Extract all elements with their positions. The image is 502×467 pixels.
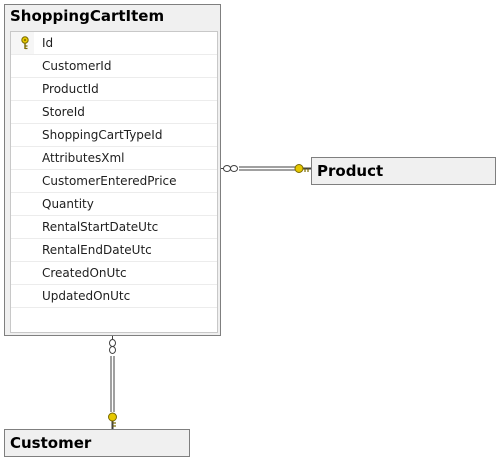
column-name: RentalEndDateUtc [42, 243, 152, 257]
many-end-icon [223, 165, 231, 172]
column-name: Quantity [42, 197, 94, 211]
column-row-updatedonutc[interactable]: UpdatedOnUtc [11, 285, 217, 308]
column-name: UpdatedOnUtc [42, 289, 131, 303]
relationship-customer [108, 336, 117, 429]
column-row-customerenteredprice[interactable]: CustomerEnteredPrice [11, 170, 217, 193]
table-customer[interactable]: Customer [4, 429, 190, 457]
column-row-storeid[interactable]: StoreId [11, 101, 217, 124]
column-name: CreatedOnUtc [42, 266, 127, 280]
one-end-key-icon [294, 164, 311, 173]
column-row-createdonutc[interactable]: CreatedOnUtc [11, 262, 217, 285]
column-name: RentalStartDateUtc [42, 220, 159, 234]
column-name: CustomerId [42, 59, 112, 73]
column-row-quantity[interactable]: Quantity [11, 193, 217, 216]
column-name: ProductId [42, 82, 99, 96]
table-title: ShoppingCartItem [5, 5, 220, 28]
column-row-shoppingcarttypeid[interactable]: ShoppingCartTypeId [11, 124, 217, 147]
column-name: CustomerEnteredPrice [42, 174, 177, 188]
column-name: StoreId [42, 105, 85, 119]
primary-key-icon [21, 36, 29, 50]
many-end-icon [109, 339, 116, 347]
column-list: Id CustomerId ProductId StoreId Shopping… [10, 31, 218, 333]
table-title: Product [312, 158, 495, 181]
column-name: AttributesXml [42, 151, 125, 165]
many-end-icon [230, 165, 238, 172]
column-row-rentalstartdateutc[interactable]: RentalStartDateUtc [11, 216, 217, 239]
many-end-icon [109, 346, 116, 354]
table-title: Customer [5, 430, 189, 453]
column-row-attributesxml[interactable]: AttributesXml [11, 147, 217, 170]
column-row-customerid[interactable]: CustomerId [11, 55, 217, 78]
relationship-product [221, 164, 311, 173]
column-name: ShoppingCartTypeId [42, 128, 163, 142]
column-row-rentalenddateutc[interactable]: RentalEndDateUtc [11, 239, 217, 262]
table-product[interactable]: Product [311, 157, 496, 185]
column-name: Id [42, 36, 54, 50]
column-row-productid[interactable]: ProductId [11, 78, 217, 101]
table-shopping-cart-item[interactable]: ShoppingCartItem Id CustomerId ProductId… [4, 4, 221, 336]
column-row-id[interactable]: Id [11, 32, 217, 55]
one-end-key-icon [108, 412, 117, 429]
